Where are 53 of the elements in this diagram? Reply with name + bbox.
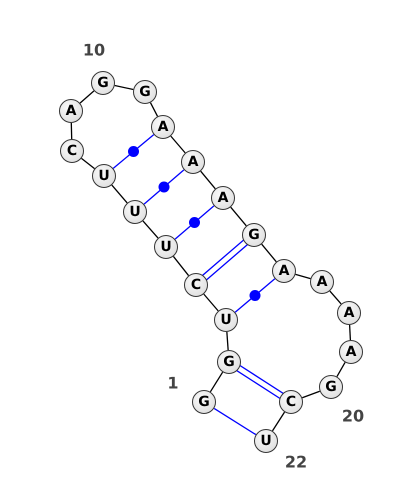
- backbone-line: [172, 256, 190, 276]
- base-pair-line: [174, 205, 214, 240]
- backbone-line: [226, 332, 229, 350]
- backbone-line: [348, 324, 352, 340]
- base-pair-line: [214, 408, 256, 436]
- nucleotide-circle: U: [92, 164, 116, 188]
- nucleotide-circle: G: [192, 390, 216, 414]
- base-pair-line: [234, 278, 276, 313]
- backbone-line: [203, 294, 219, 312]
- backbone-line: [336, 362, 346, 377]
- backbone-line: [150, 102, 158, 117]
- backbone-line: [81, 158, 95, 170]
- nucleotide-circle: A: [272, 259, 296, 283]
- backbone-line: [261, 244, 277, 262]
- backbone-line: [272, 412, 286, 432]
- base-pair-line: [234, 363, 286, 401]
- backbone-line: [142, 220, 159, 238]
- backbone-line: [111, 184, 128, 204]
- nucleotide-circle: G: [242, 223, 266, 247]
- nucleotide-circle: G: [133, 80, 157, 104]
- backbone-line: [114, 84, 134, 90]
- nucleotide-circle: U: [254, 429, 278, 453]
- backbone-line: [80, 90, 94, 104]
- backbone-line: [295, 274, 311, 280]
- nucleotide-circle: A: [59, 99, 83, 123]
- nucleotide-circle: A: [181, 150, 205, 174]
- backbone-line: [210, 372, 224, 392]
- nucleotide-circle: A: [339, 340, 363, 364]
- nucleotide-circle: C: [279, 390, 303, 414]
- nucleotide-circle: G: [91, 71, 115, 95]
- base-pair-line: [144, 169, 184, 205]
- nucleotide-circle: A: [211, 186, 235, 210]
- position-number: 22: [284, 452, 308, 472]
- base-pair-line: [112, 134, 154, 169]
- nucleotide-circle: G: [217, 350, 241, 374]
- backbone-line: [302, 390, 320, 398]
- nucleotide-circle: A: [310, 270, 334, 294]
- nucleotide-circle: A: [337, 301, 361, 325]
- backbone-line: [70, 122, 72, 140]
- backbone-line: [230, 206, 247, 226]
- backbone-line: [170, 136, 186, 154]
- position-number: 20: [342, 406, 364, 426]
- nucleotide-circle: U: [154, 235, 178, 259]
- nucleotide-circle: C: [184, 273, 208, 297]
- backbone-line: [329, 290, 342, 304]
- nucleotide-circle: C: [60, 139, 84, 163]
- position-number: 1: [167, 374, 179, 392]
- position-number: 10: [82, 40, 106, 60]
- nucleotide-circle: A: [151, 115, 175, 139]
- nucleotide-circle: G: [319, 375, 343, 399]
- backbone-line: [200, 170, 216, 190]
- nucleotide-circle: U: [123, 200, 147, 224]
- nucleotide-circle: U: [214, 308, 238, 332]
